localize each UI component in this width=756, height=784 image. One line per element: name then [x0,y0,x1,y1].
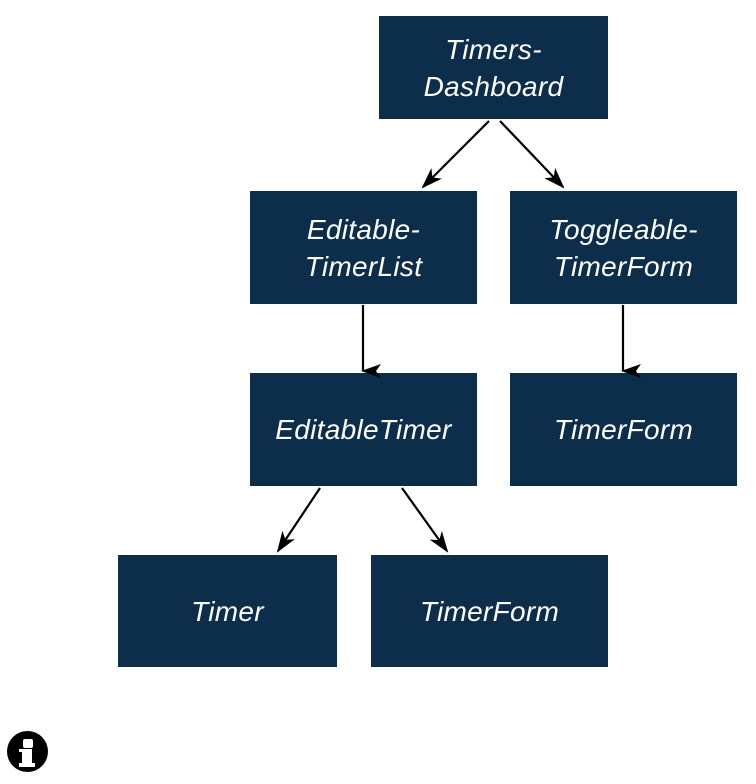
info-icon-dot [23,739,33,748]
node-toggleable-timer-form: Toggleable- TimerForm [510,191,737,304]
node-timer-form-bottom: TimerForm [371,555,608,667]
info-icon-stem [22,749,32,766]
node-label-line: TimerForm [419,595,560,627]
node-label-line: Dashboard [423,70,564,102]
node-label-line: EditableTimer [275,414,452,445]
edge-editable-timer-to-timer [276,487,321,553]
node-timers-dashboard: Timers- Dashboard [379,16,608,119]
node-label-line: Timer [191,595,264,627]
node-timer: Timer [118,555,337,667]
node-label-line: TimerForm [553,250,694,282]
edge-dashboard-to-toggleable-timer-form [499,120,565,189]
node-label-line: TimerList [304,250,423,282]
edge-dashboard-to-editable-timer-list [421,120,490,189]
node-label-line: Timers- [445,33,542,65]
node-label-line: TimerForm [553,414,694,445]
info-icon-serif [19,749,23,752]
node-label-line: Toggleable- [549,213,698,245]
node-timer-form-right: TimerForm [510,373,737,486]
node-editable-timer: EditableTimer [250,373,477,486]
edge-editable-timer-to-timer-form [401,487,449,553]
info-icon-base [19,763,35,767]
info-icon [7,731,48,772]
node-editable-timer-list: Editable- TimerList [250,191,477,304]
node-label-line: Editable- [306,213,421,245]
